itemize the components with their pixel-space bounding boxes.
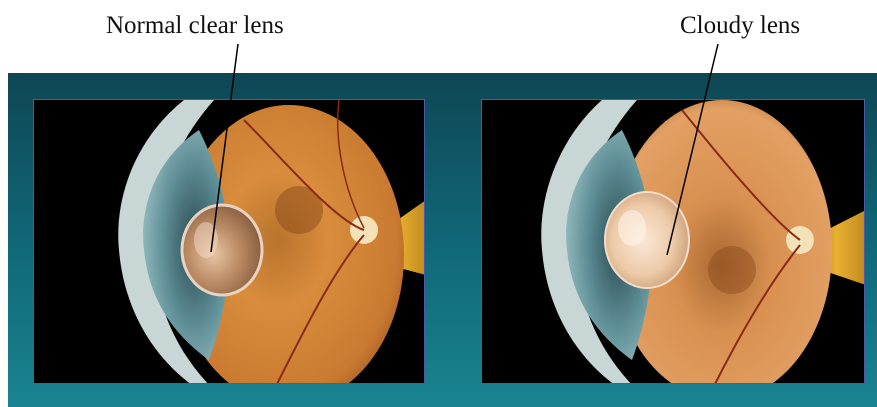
clear-lens <box>182 205 262 295</box>
label-cloudy-lens: Cloudy lens <box>680 12 800 40</box>
label-normal-clear-lens: Normal clear lens <box>106 12 284 40</box>
lens-highlight <box>194 222 218 258</box>
normal-eye-panel <box>33 99 425 384</box>
normal-eye-illustration <box>34 100 424 383</box>
lens-highlight <box>618 210 646 246</box>
cloudy-lens <box>605 192 689 288</box>
macula <box>708 246 756 294</box>
cloudy-eye-illustration <box>482 100 864 383</box>
cloudy-eye-panel <box>481 99 865 384</box>
